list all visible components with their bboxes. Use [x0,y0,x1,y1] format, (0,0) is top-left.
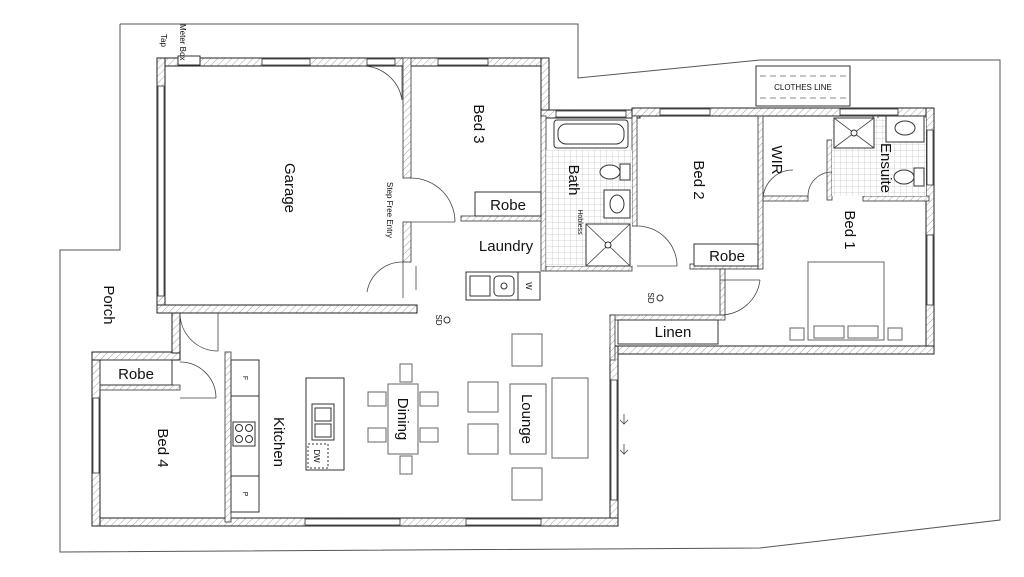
sliding-door-arrows [619,414,629,455]
lounge-label: Lounge [518,394,535,444]
robe-bed4-label: Robe [118,366,154,383]
kitchen-island [305,377,345,471]
wir-label: WIR [768,145,785,174]
smoke-detector-label-2: SD [646,292,655,303]
ensuite-vanity [885,115,925,143]
tap-label: Tap [159,34,168,47]
smoke-detector-label-1: SD [434,314,443,325]
ensuite-shower [833,117,875,149]
laundry-tub [465,271,519,301]
hobless-label: Hobless [576,209,583,235]
linen-cupboard [617,319,719,345]
robe-bed4 [99,359,173,386]
robe-bed3 [474,191,542,217]
dining-table [367,363,439,475]
pantry-label: P [241,492,248,497]
robe-bed2-label: Robe [709,248,745,265]
washer-label: W [524,282,533,290]
site-boundary [59,23,1001,553]
bath-shower [585,223,631,267]
garage-label: Garage [281,163,298,213]
bed1-bed [789,261,903,341]
lounge-furniture [467,333,589,501]
bed3-label: Bed 3 [470,104,487,143]
robe-bed2 [693,243,759,267]
porch-label: Porch [100,285,117,324]
smoke-detector-icon [443,316,451,324]
clothes-line-label: CLOTHES LINE [774,83,832,92]
laundry-label: Laundry [479,238,534,255]
bath-toilet [599,163,631,181]
kitchen-label: Kitchen [270,417,287,467]
interior-walls [99,57,930,523]
step-free-entry-label: Step Free Entry [385,182,394,238]
fridge-label: F [241,376,248,380]
bath-vanity [603,189,631,219]
smoke-detector-icon [656,294,664,302]
robe-bed3-label: Robe [490,197,526,214]
meter-box [177,55,201,66]
clothes-line [755,65,851,107]
windows [92,58,934,526]
bed1-label: Bed 1 [841,210,858,249]
meter-box-label: Meter Box [178,24,187,60]
washer [517,271,541,301]
dishwasher-label: DW [312,449,321,463]
bathtub [553,119,629,149]
ensuite-label: Ensuite [877,143,894,193]
dining-label: Dining [394,398,411,441]
ensuite-toilet [893,167,925,187]
linen-label: Linen [655,324,692,341]
bed4-label: Bed 4 [154,428,171,467]
bed2-label: Bed 2 [690,160,707,199]
kitchen-bench [230,359,260,513]
bath-label: Bath [565,165,582,196]
